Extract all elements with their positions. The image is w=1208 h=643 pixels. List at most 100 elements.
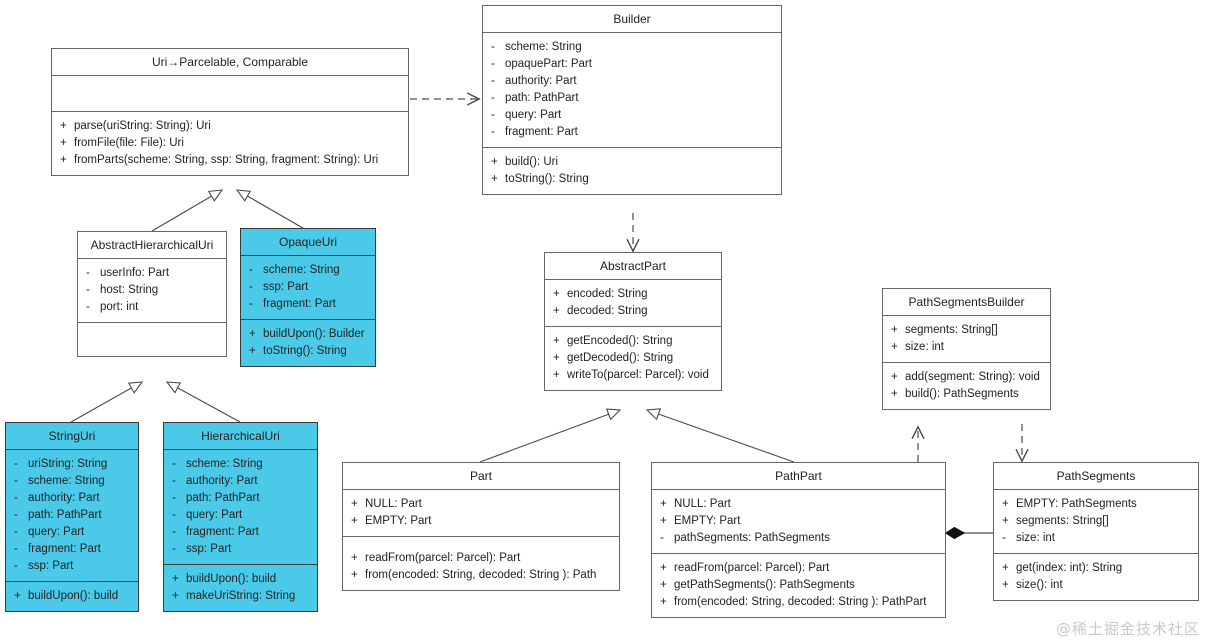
- member-row: + EMPTY: Part: [351, 513, 615, 530]
- visibility-marker: +: [553, 369, 560, 381]
- member-row: - query: Part: [172, 507, 313, 524]
- member-text: path: PathPart: [186, 492, 260, 504]
- member-text: from(encoded: String, decoded: String ):…: [365, 569, 597, 581]
- member-row: + readFrom(parcel: Parcel): Part: [660, 560, 941, 577]
- member-text: buildUpon(): Builder: [263, 328, 365, 340]
- visibility-marker: +: [172, 573, 179, 585]
- member-text: getEncoded(): String: [567, 335, 673, 347]
- member-text: segments: String[]: [1016, 515, 1109, 527]
- class-builder-attributes: - scheme: String - opaquePart: Part - au…: [483, 33, 781, 148]
- visibility-marker: +: [172, 590, 179, 602]
- member-text: ssp: Part: [28, 560, 74, 572]
- member-row: + makeUriString: String: [172, 588, 313, 605]
- member-text: size: int: [1016, 532, 1055, 544]
- class-builder-title: Builder: [483, 6, 781, 33]
- member-text: from(encoded: String, decoded: String ):…: [674, 596, 927, 608]
- member-text: EMPTY: Part: [674, 515, 741, 527]
- member-row: - scheme: String: [491, 39, 777, 56]
- member-row: + segments: String[]: [1002, 513, 1194, 530]
- class-uri[interactable]: Uri→Parcelable, Comparable + parse(uriSt…: [51, 48, 409, 176]
- class-stringuri[interactable]: StringUri - uriString: String - scheme: …: [5, 422, 139, 612]
- member-row: - fragment: Part: [172, 524, 313, 541]
- member-text: decoded: String: [567, 305, 648, 317]
- member-row: + readFrom(parcel: Parcel): Part: [351, 550, 615, 567]
- visibility-marker: -: [172, 509, 176, 521]
- member-row: - path: PathPart: [491, 90, 777, 107]
- member-text: fragment: Part: [505, 126, 578, 138]
- class-builder-methods: + build(): Uri + toString(): String: [483, 148, 781, 194]
- member-row: + add(segment: String): void: [891, 369, 1046, 386]
- member-row: + decoded: String: [553, 303, 717, 320]
- visibility-marker: +: [553, 305, 560, 317]
- member-row: - authority: Part: [172, 473, 313, 490]
- member-text: scheme: String: [28, 475, 105, 487]
- edge-abstracthierarchicaluri-to-uri: [151, 189, 224, 232]
- visibility-marker: +: [660, 562, 667, 574]
- member-text: ssp: Part: [263, 281, 309, 293]
- member-row: - path: PathPart: [14, 507, 134, 524]
- class-pathpart[interactable]: PathPart + NULL: Part + EMPTY: Part - pa…: [651, 462, 946, 618]
- member-text: path: PathPart: [505, 92, 579, 104]
- class-abstractpart-methods: + getEncoded(): String + getDecoded(): S…: [545, 327, 721, 390]
- member-row: + toString(): String: [249, 343, 371, 360]
- visibility-marker: +: [553, 288, 560, 300]
- member-text: EMPTY: Part: [365, 515, 432, 527]
- member-row: + size: int: [891, 339, 1046, 356]
- visibility-marker: -: [491, 126, 495, 138]
- visibility-marker: +: [249, 328, 256, 340]
- class-abstracthierarchicaluri-methods: [78, 323, 226, 356]
- class-builder[interactable]: Builder - scheme: String - opaquePart: P…: [482, 5, 782, 195]
- member-row: + getDecoded(): String: [553, 350, 717, 367]
- member-text: readFrom(parcel: Parcel): Part: [674, 562, 830, 574]
- visibility-marker: -: [14, 526, 18, 538]
- member-text: get(index: int): String: [1016, 562, 1123, 574]
- class-hierarchicaluri-attributes: - scheme: String - authority: Part - pat…: [164, 450, 317, 565]
- member-text: getDecoded(): String: [567, 352, 674, 364]
- visibility-marker: -: [86, 301, 90, 313]
- member-text: size(): int: [1016, 579, 1063, 591]
- member-row: - path: PathPart: [172, 490, 313, 507]
- member-row: + segments: String[]: [891, 322, 1046, 339]
- member-text: makeUriString: String: [186, 590, 296, 602]
- member-text: query: Part: [505, 109, 562, 121]
- visibility-marker: +: [891, 371, 898, 383]
- member-row: + getPathSegments(): PathSegments: [660, 577, 941, 594]
- visibility-marker: +: [60, 120, 67, 132]
- member-text: readFrom(parcel: Parcel): Part: [365, 552, 521, 564]
- class-abstractpart[interactable]: AbstractPart + encoded: String + decoded…: [544, 252, 722, 391]
- member-text: scheme: String: [263, 264, 340, 276]
- class-hierarchicaluri[interactable]: HierarchicalUri - scheme: String - autho…: [163, 422, 318, 612]
- member-text: userInfo: Part: [100, 267, 170, 279]
- member-row: + from(encoded: String, decoded: String …: [351, 567, 615, 584]
- class-pathsegments[interactable]: PathSegments + EMPTY: PathSegments + seg…: [993, 462, 1199, 601]
- class-stringuri-title: StringUri: [6, 423, 138, 450]
- member-text: buildUpon(): build: [186, 573, 277, 585]
- member-text: fragment: Part: [28, 543, 101, 555]
- visibility-marker: +: [1002, 579, 1009, 591]
- visibility-marker: -: [249, 298, 253, 310]
- visibility-marker: +: [351, 569, 358, 581]
- class-pathpart-methods: + readFrom(parcel: Parcel): Part + getPa…: [652, 554, 945, 617]
- visibility-marker: +: [553, 335, 560, 347]
- class-opaqueuri[interactable]: OpaqueUri - scheme: String - ssp: Part -…: [240, 228, 376, 367]
- visibility-marker: -: [491, 58, 495, 70]
- class-stringuri-methods: + buildUpon(): build: [6, 582, 138, 611]
- class-abstracthierarchicaluri[interactable]: AbstractHierarchicalUri - userInfo: Part…: [77, 231, 227, 357]
- member-row: + size(): int: [1002, 577, 1194, 594]
- member-text: fromFile(file: File): Uri: [74, 137, 184, 149]
- class-part[interactable]: Part + NULL: Part + EMPTY: Part + readFr…: [342, 462, 620, 591]
- member-text: fromParts(scheme: String, ssp: String, f…: [74, 154, 379, 166]
- visibility-marker: +: [351, 498, 358, 510]
- class-part-attributes: + NULL: Part + EMPTY: Part: [343, 490, 619, 537]
- member-row: + build(): PathSegments: [891, 386, 1046, 403]
- visibility-marker: -: [14, 543, 18, 555]
- class-pathsegments-title: PathSegments: [994, 463, 1198, 490]
- member-row: + fromFile(file: File): Uri: [60, 135, 404, 152]
- visibility-marker: -: [172, 475, 176, 487]
- member-text: authority: Part: [28, 492, 100, 504]
- member-text: size: int: [905, 341, 944, 353]
- member-text: path: PathPart: [28, 509, 102, 521]
- member-row: - query: Part: [491, 107, 777, 124]
- member-text: authority: Part: [186, 475, 258, 487]
- class-pathsegmentsbuilder[interactable]: PathSegmentsBuilder + segments: String[]…: [882, 288, 1051, 410]
